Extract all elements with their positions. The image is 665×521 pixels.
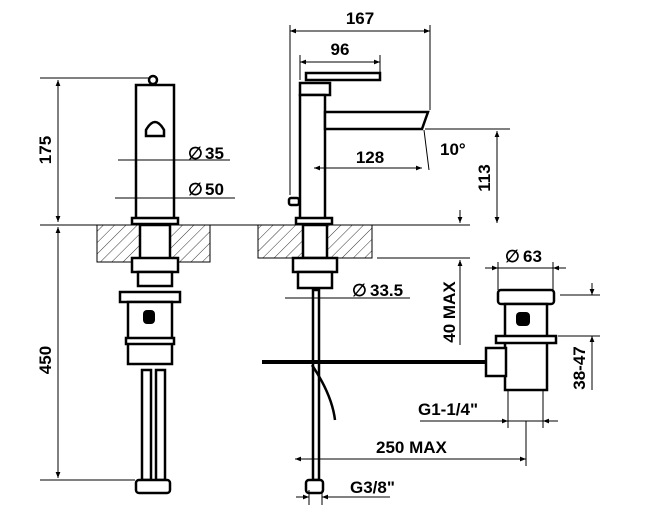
hose-nut xyxy=(134,478,172,495)
diameter-symbol: ∅ xyxy=(505,247,520,266)
front-body xyxy=(134,83,176,224)
dim-thread-g3-8: G3/8" xyxy=(350,478,395,497)
lever-knob xyxy=(147,74,159,86)
side-view xyxy=(257,71,558,495)
dim-rod-250max: 250 MAX xyxy=(376,438,448,457)
fixing-nut xyxy=(130,256,180,274)
dim-diameter-63: 63 xyxy=(523,247,542,266)
hose-right xyxy=(154,368,167,482)
diameter-symbol: ∅ xyxy=(188,180,203,199)
drain-cap xyxy=(118,290,182,304)
handle-slot-icon xyxy=(144,120,166,138)
dim-reach-128: 128 xyxy=(356,148,384,167)
diameter-symbol: ∅ xyxy=(188,144,203,163)
dim-total-450: 450 xyxy=(36,346,55,374)
dim-diameter-50: 50 xyxy=(205,180,224,199)
dim-lever-96: 96 xyxy=(331,40,350,59)
dim-height-175: 175 xyxy=(36,136,55,164)
dim-height-113: 113 xyxy=(475,164,494,191)
drain-cap xyxy=(496,288,556,306)
dim-overall-167: 167 xyxy=(346,9,374,28)
front-view xyxy=(96,74,211,495)
hose-left xyxy=(140,368,153,482)
dim-angle-10: 10° xyxy=(440,140,466,159)
dim-diameter-33-5: 33.5 xyxy=(370,281,403,300)
diameter-symbol: ∅ xyxy=(352,281,367,300)
dim-counter-40max: 40 MAX xyxy=(440,281,459,343)
drain-knob xyxy=(484,346,508,378)
spout xyxy=(323,110,430,131)
side-body xyxy=(298,93,327,224)
dim-diameter-35: 35 xyxy=(205,144,224,163)
dim-range-38-47: 38-47 xyxy=(570,346,589,389)
lever xyxy=(304,71,382,82)
hose xyxy=(311,288,321,482)
dim-thread-g1-1-4: G1-1/4" xyxy=(418,400,478,419)
